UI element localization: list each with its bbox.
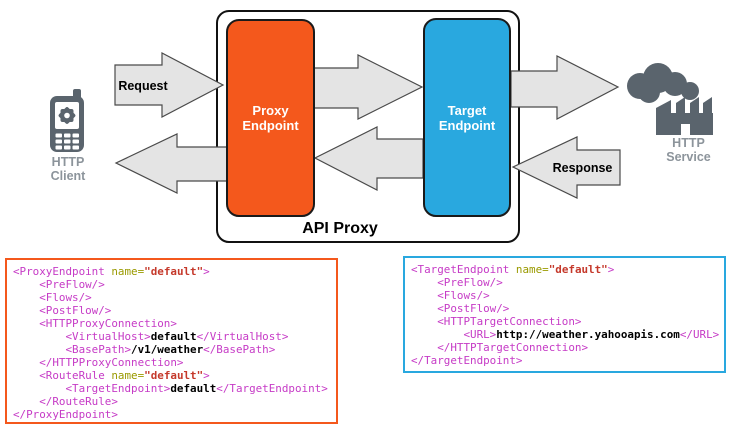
request-arrow (114, 52, 225, 118)
proxy-endpoint-label-line1: Proxy (252, 103, 289, 118)
code-line: <URL>http://weather.yahooapis.com</URL> (411, 328, 720, 341)
proxy-to-target-arrow (312, 54, 424, 120)
target-to-service-arrow (510, 55, 620, 120)
code-line: <Flows/> (13, 291, 92, 304)
code-line: <RouteRule name="default"> (13, 369, 210, 382)
response-arrow (511, 136, 621, 199)
code-line: <TargetEndpoint name="default"> (411, 263, 615, 276)
target-endpoint-label-line1: Target (447, 102, 487, 118)
code-line: <VirtualHost>default</VirtualHost> (13, 330, 289, 343)
target-endpoint-box: Target Endpoint (423, 18, 511, 217)
api-proxy-label: API Proxy (302, 220, 378, 237)
code-line: <PreFlow/> (411, 276, 503, 289)
proxy-endpoint-label-line2: Endpoint (242, 118, 299, 133)
http-service-label: HTTP Service (657, 136, 720, 164)
target-endpoint-code-block: <TargetEndpoint name="default"> <PreFlow… (403, 256, 726, 373)
http-client-label-line2: Client (50, 168, 86, 183)
code-line: </HTTPTargetConnection> (411, 341, 589, 354)
http-service-icon (627, 63, 713, 135)
cloud-shape (627, 63, 699, 103)
code-line: <PostFlow/> (13, 304, 112, 317)
factory-door (681, 124, 690, 135)
code-line: <PostFlow/> (411, 302, 510, 315)
code-line: <PreFlow/> (13, 278, 105, 291)
code-line: </ProxyEndpoint> (13, 408, 118, 421)
code-line: </TargetEndpoint> (411, 354, 523, 367)
phone-keypad (55, 133, 79, 150)
code-line: <HTTPProxyConnection> (13, 317, 177, 330)
proxy-endpoint-box: Proxy Endpoint (226, 19, 315, 217)
diagram-graphics (50, 52, 713, 199)
code-line: </HTTPProxyConnection> (13, 356, 184, 369)
target-to-proxy-arrow (313, 126, 424, 191)
gear-icon (58, 107, 76, 124)
request-label: Request (118, 79, 168, 93)
target-endpoint-label-line2: Endpoint (438, 117, 496, 133)
code-line: </RouteRule> (13, 395, 118, 408)
code-line: <BasePath>/v1/weather</BasePath> (13, 343, 276, 356)
factory-shape (656, 97, 713, 135)
code-line: <Flows/> (411, 289, 490, 302)
http-service-label-line1: HTTP (672, 136, 705, 150)
http-client-label: HTTP Client (38, 155, 98, 183)
proxy-to-client-arrow (114, 133, 229, 194)
proxy-endpoint-code-block: <ProxyEndpoint name="default"> <PreFlow/… (5, 258, 338, 424)
http-service-label-line2: Service (666, 149, 711, 164)
http-client-label-line1: HTTP (51, 155, 85, 169)
code-line: <HTTPTargetConnection> (411, 315, 582, 328)
http-client-icon (50, 89, 84, 152)
code-line: <TargetEndpoint>default</TargetEndpoint> (13, 382, 328, 395)
response-label: Response (552, 161, 613, 175)
code-line: <ProxyEndpoint name="default"> (13, 265, 210, 278)
